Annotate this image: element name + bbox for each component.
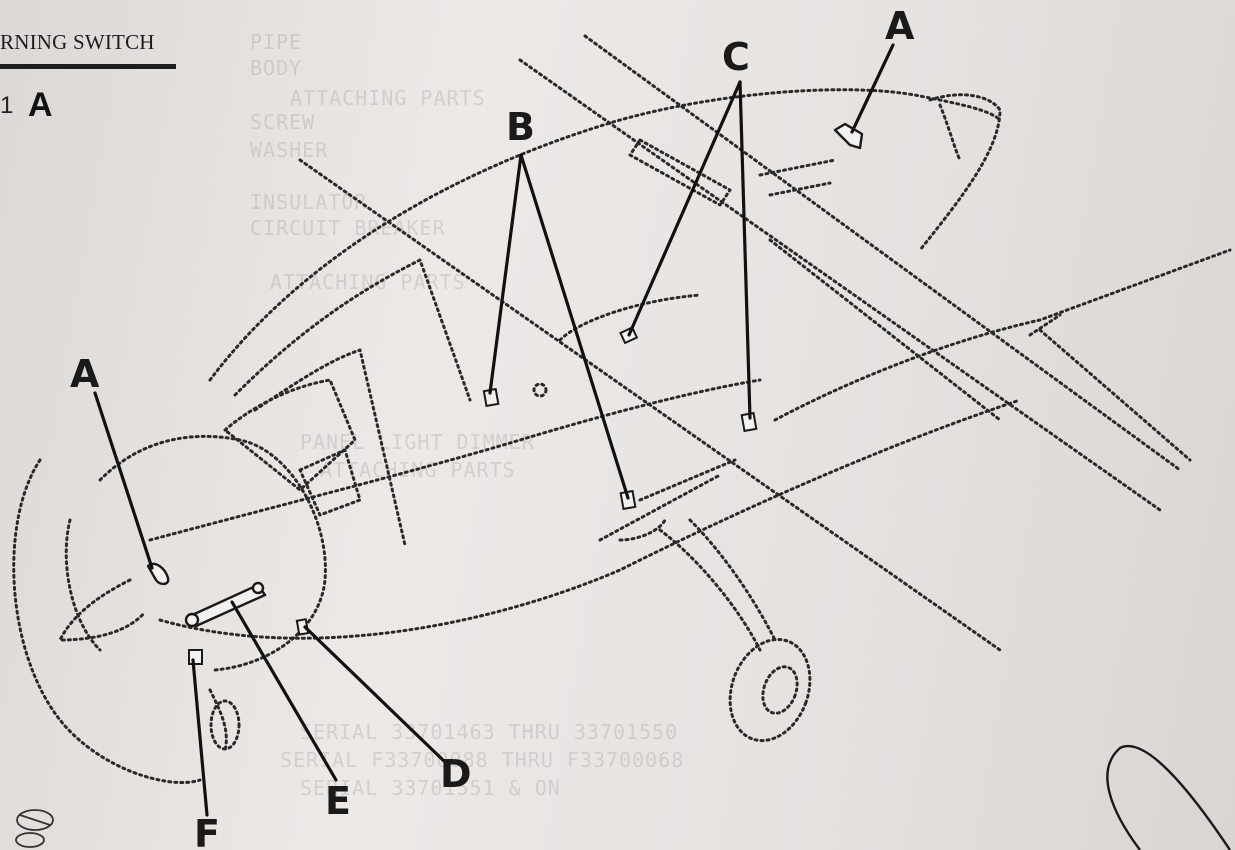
leader-line-a-top: [850, 43, 895, 134]
leader-line-a-left: [93, 391, 154, 570]
callout-label-c: C: [722, 35, 750, 79]
roof-window: [628, 138, 732, 207]
component-f: [188, 649, 203, 665]
adjacent-figure-fragment: [1106, 745, 1231, 850]
figure-number: 1: [0, 92, 14, 119]
leader-line-b: [519, 153, 630, 500]
spinner-ring: [12, 458, 202, 784]
fuselage-belly: [158, 398, 1022, 640]
leader-line-b: [488, 153, 523, 395]
bleed-text-line: SERIAL 33701551 & ON: [300, 776, 561, 800]
main-wheel-hub: [761, 665, 799, 715]
horizontal-stabilizer: [1028, 313, 1062, 337]
bleed-text-line: SCREW: [250, 110, 316, 134]
bleed-text-line: PIPE: [250, 30, 303, 54]
callout-label-d: D: [440, 752, 472, 796]
callout-label-e: E: [325, 779, 351, 823]
engine-cowl: [98, 434, 327, 672]
roof-trim: [768, 181, 832, 197]
figure-view-letter: A: [28, 86, 53, 124]
bleed-text-line: PANEL LIGHT DIMMER: [300, 430, 535, 454]
nose-gear: [208, 688, 228, 752]
component-d: [295, 618, 310, 636]
wing-outline: [768, 238, 1002, 422]
light-fixture-icon: [15, 809, 54, 848]
leader-line-c: [738, 80, 752, 420]
cabin-roof: [208, 88, 1002, 382]
propeller-spinner: [58, 578, 147, 642]
windshield: [298, 448, 362, 517]
bleed-text-line: CIRCUIT BREAKER: [250, 216, 446, 240]
callout-label-f: F: [194, 812, 220, 850]
leader-line-d: [303, 625, 447, 764]
bleed-text-line: INSULATOR: [250, 190, 368, 214]
main-gear-leg: [688, 518, 777, 642]
main-gear-leg: [658, 528, 762, 652]
leader-line-e: [230, 600, 338, 782]
main-wheel: [728, 637, 812, 743]
spinner-ring: [64, 518, 102, 652]
leader-line-f: [191, 658, 209, 817]
fuselage-side: [148, 378, 762, 542]
title-underline: [0, 64, 176, 69]
component-e-end: [184, 612, 200, 628]
bleed-text-line: SERIAL 33701463 THRU 33701550: [300, 720, 679, 744]
cabin-window-frame: [253, 348, 407, 547]
vertical-fin: [938, 103, 962, 162]
component-e-end: [251, 581, 265, 595]
fuel-cap: [532, 382, 548, 398]
bleed-text-line: SERIAL F33700088 THRU F33700068: [280, 748, 685, 772]
wing-outline: [583, 34, 1182, 472]
wing-strut: [598, 473, 722, 542]
windshield: [223, 378, 357, 492]
leader-line-c: [627, 80, 742, 337]
horizontal-stabilizer: [773, 248, 1232, 422]
callout-label-b: B: [506, 105, 535, 149]
section-title: RNING SWITCH: [0, 30, 155, 54]
vertical-fin: [918, 93, 1002, 252]
bleed-text-line: ATTACHING PARTS: [290, 86, 486, 110]
bleed-text-line: BODY: [250, 56, 303, 80]
component-c-right: [740, 411, 758, 433]
toggle-switch-icon: [833, 122, 864, 150]
horizontal-stabilizer: [1038, 328, 1192, 462]
door-outline: [558, 293, 702, 342]
cabin-window-frame: [233, 258, 472, 402]
wing-strut: [618, 518, 667, 542]
callout-label-a: A: [885, 4, 915, 48]
callout-label-a: A: [70, 352, 100, 396]
wing-outline: [518, 58, 1162, 512]
roof-trim: [758, 158, 837, 177]
nose-wheel: [209, 699, 241, 751]
bleed-text-line: WASHER: [250, 138, 329, 162]
wing-strut: [638, 458, 737, 502]
